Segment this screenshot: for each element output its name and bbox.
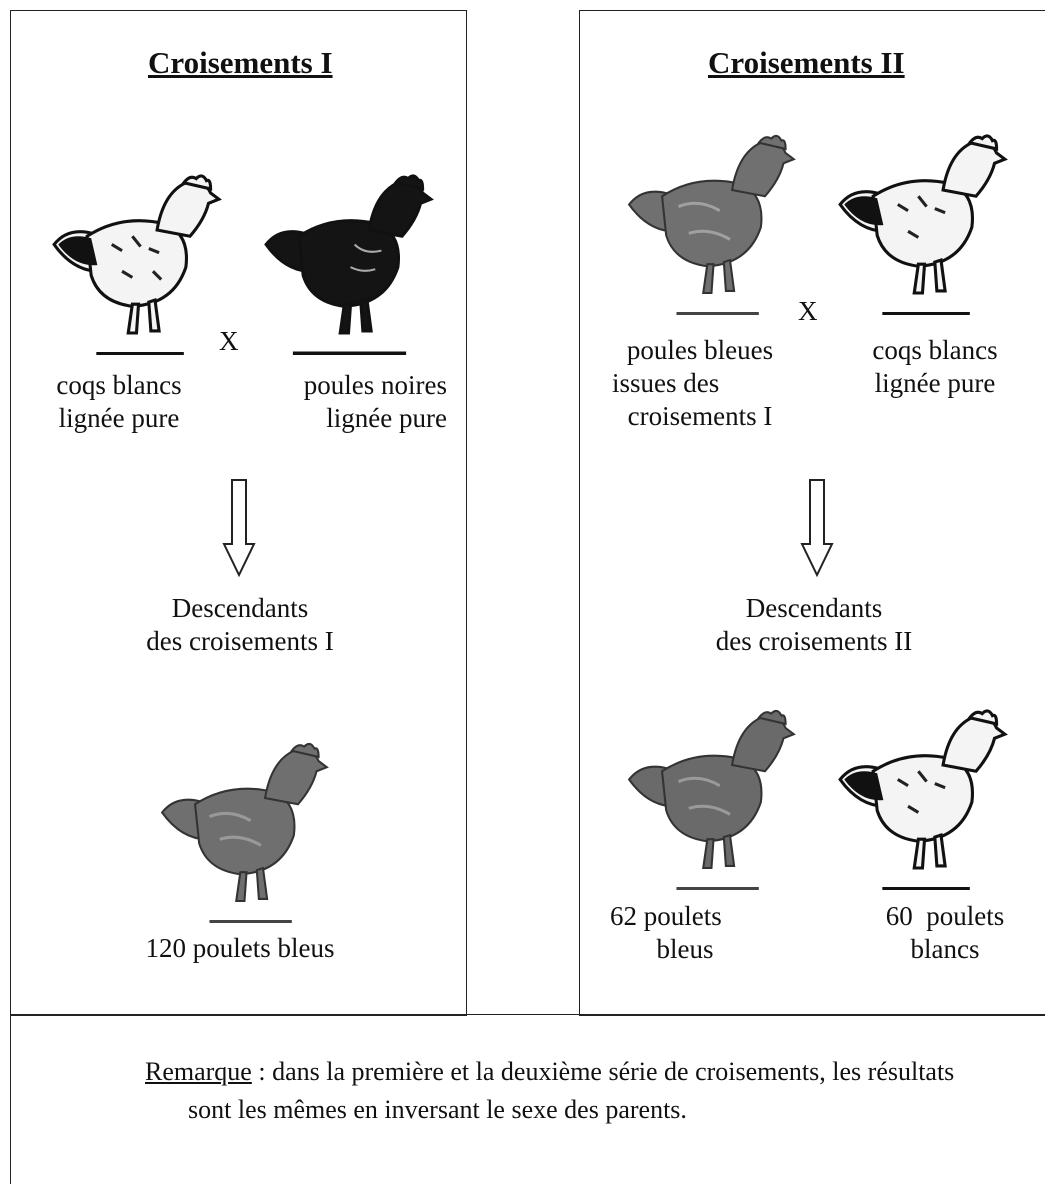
- cross-panel-2: [579, 10, 1045, 1016]
- blue-chick-image: [161, 742, 328, 923]
- cross-panel-1: [10, 10, 467, 1016]
- remark-line-2: sont les mêmes en inversant le sexe des …: [188, 1095, 687, 1124]
- white-rooster-image: [52, 174, 221, 355]
- offspring-heading-1: Descendants des croisements I: [146, 593, 334, 656]
- cross-symbol-1: X: [219, 326, 239, 356]
- parent-label-white-roosters: coqs blancs lignée pure: [56, 370, 182, 433]
- offspring-count-blue: 62 poulets bleus: [610, 901, 722, 964]
- remark-label: Remarque: [145, 1057, 252, 1086]
- parent-label-black-hens: poules noires lignée pure: [303, 370, 447, 433]
- remark-text: Remarque : dans la première et la deuxiè…: [145, 1053, 954, 1129]
- black-hen-image: [264, 174, 433, 355]
- white-chick-image: [838, 709, 1007, 890]
- offspring-heading-2: Descendants des croisements II: [715, 593, 913, 656]
- panel-1-title: Croisements I: [148, 45, 333, 80]
- down-arrow-icon: [222, 479, 256, 578]
- parent-label-white-roosters-2: coqs blancs lignée pure: [872, 335, 998, 398]
- offspring-count-1: 120 poulets bleus: [145, 933, 335, 963]
- cross-symbol-2: X: [798, 296, 818, 326]
- remark-line-1: : dans la première et la deuxième série …: [251, 1057, 955, 1086]
- panel-2-title: Croisements II: [708, 45, 905, 80]
- offspring-count-white: 60 poulets blancs: [885, 901, 1005, 964]
- white-rooster-image-2: [838, 134, 1007, 315]
- blue-chick-image-2: [628, 709, 795, 890]
- parent-label-blue-hens: poules bleues issues des croisements I: [612, 335, 774, 431]
- remark-box: [10, 1014, 1045, 1184]
- down-arrow-icon-2: [800, 479, 834, 578]
- blue-hen-image: [628, 134, 795, 315]
